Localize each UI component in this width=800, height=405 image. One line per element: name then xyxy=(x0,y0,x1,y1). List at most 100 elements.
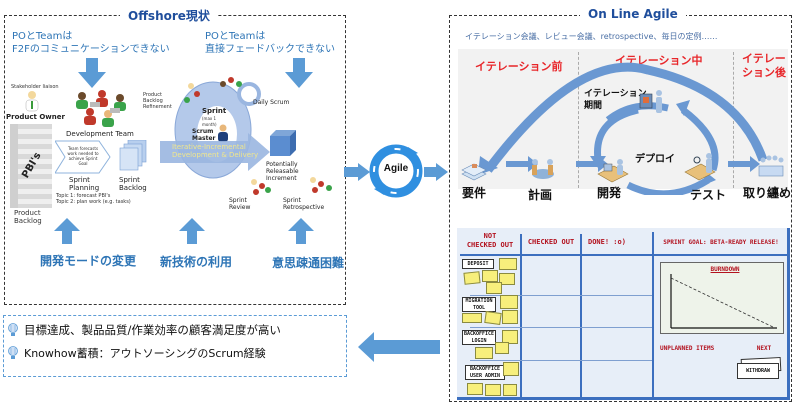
development-team-label: Development Team xyxy=(66,130,134,138)
story-subtitle: LOGIN xyxy=(471,338,487,344)
sprint-planning-line2: Planning xyxy=(69,184,100,192)
requirements-icon xyxy=(461,163,487,181)
sprint-retro-label: Sprint Retrospective xyxy=(283,197,324,211)
iterative-delivery-arrow xyxy=(160,133,270,171)
increment-line2: Releasable xyxy=(266,168,299,175)
scrum-master-label: Scrum Master xyxy=(192,128,216,142)
scrum-master-icon xyxy=(218,124,228,142)
increment-line3: Increment xyxy=(266,175,297,182)
up-arrow-icon xyxy=(54,218,80,244)
next-card-withdraw: WITHDRAW xyxy=(737,363,779,379)
issue-left-line2: F2Fのコミュニケーションできない xyxy=(12,44,170,55)
sticky-note xyxy=(485,384,501,396)
pbr-label: Product Backlog Refinement xyxy=(143,92,172,110)
board-col-divider xyxy=(652,232,654,398)
up-arrow-icon xyxy=(288,218,314,244)
product-backlog-line1: Product xyxy=(14,209,41,217)
result-item: 目標達成、製品品質/作業効率の顧客満足度が高い xyxy=(8,322,281,338)
product-backlog-label: Product Backlog xyxy=(14,209,42,225)
down-arrow-icon xyxy=(285,58,313,88)
board-row-divider xyxy=(460,254,790,256)
agile-cycle-icon xyxy=(369,144,423,198)
pbr-line2: Backlog xyxy=(143,98,163,104)
col-not-checked-out-line1: NOT xyxy=(483,232,497,240)
burndown-title: BURNDOWN xyxy=(710,266,740,273)
topic-2: Topic 2: plan work (e.g. tasks) xyxy=(56,199,131,205)
result-item: Knowhow蓄積：アウトソーシングのScrum経験 xyxy=(8,345,266,361)
sticky-note xyxy=(502,310,518,324)
story-card-backoffice-login: BACKOFFICE LOGIN xyxy=(462,330,496,345)
deploy-label: デプロイ xyxy=(635,154,675,165)
results-box xyxy=(3,315,347,377)
product-owner-label: Product Owner xyxy=(6,113,65,121)
pbr-line1: Product xyxy=(143,92,162,98)
story-card-deposit: DEPOSIT xyxy=(462,259,494,269)
sticky-note xyxy=(502,330,518,344)
story-title: BACKOFFICE xyxy=(469,366,501,372)
result-text: 目標達成、製品品質/作業効率の顧客満足度が高い xyxy=(24,323,281,337)
sprint-retro-line1: Sprint xyxy=(283,197,301,204)
sticky-note xyxy=(467,383,483,395)
bottom-label-new-tech: 新技術の利用 xyxy=(160,255,233,269)
sticky-note xyxy=(475,347,493,359)
scrum-master-line2: Master xyxy=(192,135,216,142)
bottom-label-communication: 意思疎通困難 xyxy=(272,256,345,270)
sprint-planning-line1: Sprint xyxy=(69,176,90,184)
sprint-max-label: (max 1 month) xyxy=(202,116,217,127)
bottom-label-dev-mode: 開発モードの変更 xyxy=(40,254,137,268)
iterative-line2: Development & Delivery xyxy=(172,151,259,159)
daily-scrum-label: Daily Scrum xyxy=(253,99,290,106)
iteration-period-line2: 期間 xyxy=(584,101,603,111)
iteration-arcs xyxy=(478,62,768,195)
sprint-review-line2: Review xyxy=(229,204,251,211)
agile-label: Agile xyxy=(383,163,409,174)
story-card-backoffice-user-admin: BACKOFFICE USER ADMIN xyxy=(465,365,505,380)
result-text: Knowhow蓄積：アウトソーシングのScrum経験 xyxy=(24,347,266,360)
sprint-review-line1: Sprint xyxy=(229,197,247,204)
board-col-divider xyxy=(580,234,582,398)
planning-meeting-icon xyxy=(532,159,554,179)
offshore-title: Offshore現状 xyxy=(120,7,218,24)
sprint-goal: SPRINT GOAL: BETA-READY RELEASE! xyxy=(663,239,779,246)
wrap-up-meeting-icon xyxy=(758,155,784,177)
sticky-note xyxy=(482,270,498,282)
issue-right: POとTeamは 直接フェードバックできない xyxy=(205,30,335,56)
issue-right-line2: 直接フェードバックできない xyxy=(205,44,335,55)
sprint-backlog-line2: Backlog xyxy=(119,184,147,192)
lightbulb-icon xyxy=(8,323,18,336)
increment-line1: Potentially xyxy=(266,161,298,168)
review-people-icon xyxy=(251,179,271,195)
increment-label: Potentially Releasable Increment xyxy=(266,161,299,182)
right-arrow-icon xyxy=(344,163,370,181)
step-planning: 計画 xyxy=(528,188,553,202)
sticky-note xyxy=(463,271,481,285)
phase-after-line2: ション後 xyxy=(742,66,786,79)
testing-icon xyxy=(684,153,716,181)
burndown-plot xyxy=(670,274,777,329)
story-title: DEPOSIT xyxy=(467,261,489,267)
online-agile-title: On Line Agile xyxy=(580,7,686,21)
board-row-divider xyxy=(470,295,652,296)
step-development: 開発 xyxy=(597,186,622,200)
sticky-note xyxy=(462,313,482,323)
person-icon xyxy=(25,91,39,112)
sticky-note xyxy=(499,273,515,285)
next-label: NEXT xyxy=(756,345,772,352)
phase-after-line1: イテレー xyxy=(742,52,786,65)
product-backlog-line2: Backlog xyxy=(14,217,42,225)
phase-after: イテレー ション後 xyxy=(742,52,786,80)
iterative-label: Iterative-Incremental Development & Deli… xyxy=(172,143,258,159)
sticky-note xyxy=(499,258,517,270)
step-requirements: 要件 xyxy=(462,186,487,200)
sprint-backlog-label: Sprint Backlog xyxy=(119,176,147,192)
story-subtitle: USER ADMIN xyxy=(469,373,501,379)
sprint-review-label: Sprint Review xyxy=(229,197,250,211)
issue-left-line1: POとTeamは xyxy=(12,31,73,42)
step-wrap-up: 取り纏め xyxy=(743,186,792,200)
product-backlog-list xyxy=(10,124,52,208)
sprint-backlog-icon xyxy=(119,140,147,171)
sticky-note xyxy=(495,342,509,354)
sticky-note xyxy=(503,362,519,376)
iteration-period-label: イテレーション 期間 xyxy=(584,88,647,112)
phase-divider xyxy=(578,52,579,188)
